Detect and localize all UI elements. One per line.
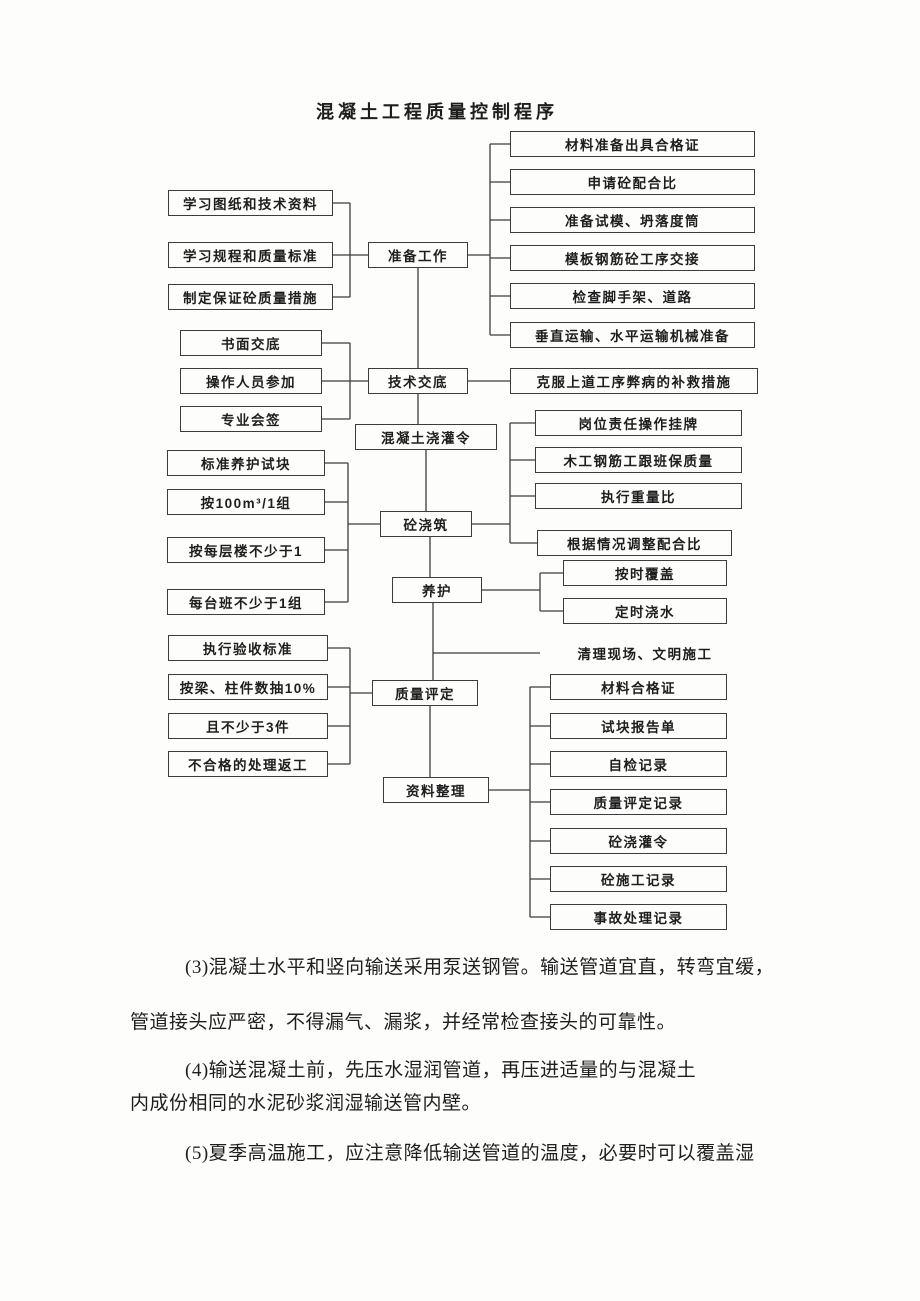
flow-node-l2: 学习规程和质量标准 — [168, 242, 333, 268]
flow-node-r13: 定时浇水 — [563, 598, 727, 624]
flow-node-r12: 按时覆盖 — [563, 560, 727, 586]
paragraph-4-line-2: 内成份相同的水泥砂浆润湿输送管内壁。 — [130, 1093, 482, 1114]
flow-node-r20: 砼施工记录 — [550, 866, 727, 892]
flow-node-pouring: 砼浇筑 — [380, 511, 472, 537]
flowchart-title: 混凝土工程质量控制程序 — [316, 102, 558, 122]
flow-node-r15: 材料合格证 — [550, 674, 727, 700]
flow-node-r1: 材料准备出具合格证 — [510, 131, 755, 157]
flow-node-l9: 按每层楼不少于1 — [167, 537, 325, 563]
flow-node-l10: 每台班不少于1组 — [167, 589, 325, 615]
flow-node-r10: 执行重量比 — [535, 483, 742, 509]
flow-node-r5: 检查脚手架、道路 — [510, 283, 755, 309]
flow-node-curing: 养护 — [392, 577, 482, 603]
flow-node-pourOrder: 混凝土浇灌令 — [355, 424, 497, 450]
flow-node-prep: 准备工作 — [368, 242, 468, 268]
flow-node-l14: 不合格的处理返工 — [168, 751, 328, 777]
flowchart: 学习图纸和技术资料学习规程和质量标准制定保证砼质量措施书面交底操作人员参加专业会… — [167, 131, 758, 930]
flow-node-l3: 制定保证砼质量措施 — [168, 284, 333, 310]
flow-node-l4: 书面交底 — [180, 330, 322, 356]
flow-node-archive: 资料整理 — [383, 777, 489, 803]
connector-lines — [322, 143, 563, 918]
paragraph-3-line-1: (3)混凝土水平和竖向输送采用泵送钢管。输送管道宜直，转弯宜缓， — [185, 957, 775, 978]
flow-node-l5: 操作人员参加 — [180, 368, 322, 394]
flow-node-r19: 砼浇灌令 — [550, 828, 727, 854]
flow-node-r14: 清理现场、文明施工 — [577, 647, 713, 662]
paragraph-3-line-2: 管道接头应严密，不得漏气、漏浆，并经常检查接头的可靠性。 — [130, 1012, 677, 1033]
flow-node-r21: 事故处理记录 — [550, 904, 727, 930]
flow-node-l12: 按梁、柱件数抽10% — [168, 674, 328, 700]
flow-node-r6: 垂直运输、水平运输机械准备 — [510, 322, 755, 348]
flow-node-r3: 准备试模、坍落度筒 — [510, 207, 755, 233]
flow-node-l6: 专业会签 — [180, 406, 322, 432]
flow-node-r18: 质量评定记录 — [550, 789, 727, 815]
flow-node-quality: 质量评定 — [372, 680, 478, 706]
flow-node-r8: 岗位责任操作挂牌 — [535, 410, 742, 436]
flow-node-r17: 自检记录 — [550, 751, 727, 777]
flow-node-tech: 技术交底 — [368, 368, 468, 394]
flow-node-r2: 申请砼配合比 — [510, 169, 755, 195]
flow-node-l1: 学习图纸和技术资料 — [168, 190, 333, 216]
flow-node-r16: 试块报告单 — [550, 713, 727, 739]
flow-node-r9: 木工钢筋工跟班保质量 — [535, 447, 742, 473]
flow-node-r11: 根据情况调整配合比 — [537, 530, 732, 556]
paragraph-5-line-1: (5)夏季高温施工，应注意降低输送管道的温度，必要时可以覆盖湿 — [185, 1143, 755, 1164]
flow-node-r7: 克服上道工序弊病的补救措施 — [510, 368, 758, 394]
paragraph-4-line-1: (4)输送混凝土前，先压水湿润管道，再压进适量的与混凝土 — [185, 1060, 697, 1081]
flow-node-l8: 按100m³/1组 — [167, 489, 325, 515]
flow-node-l11: 执行验收标准 — [168, 635, 328, 661]
flow-node-r4: 模板钢筋砼工序交接 — [510, 245, 755, 271]
flow-node-l7: 标准养护试块 — [167, 450, 325, 476]
flow-node-l13: 且不少于3件 — [168, 713, 328, 739]
